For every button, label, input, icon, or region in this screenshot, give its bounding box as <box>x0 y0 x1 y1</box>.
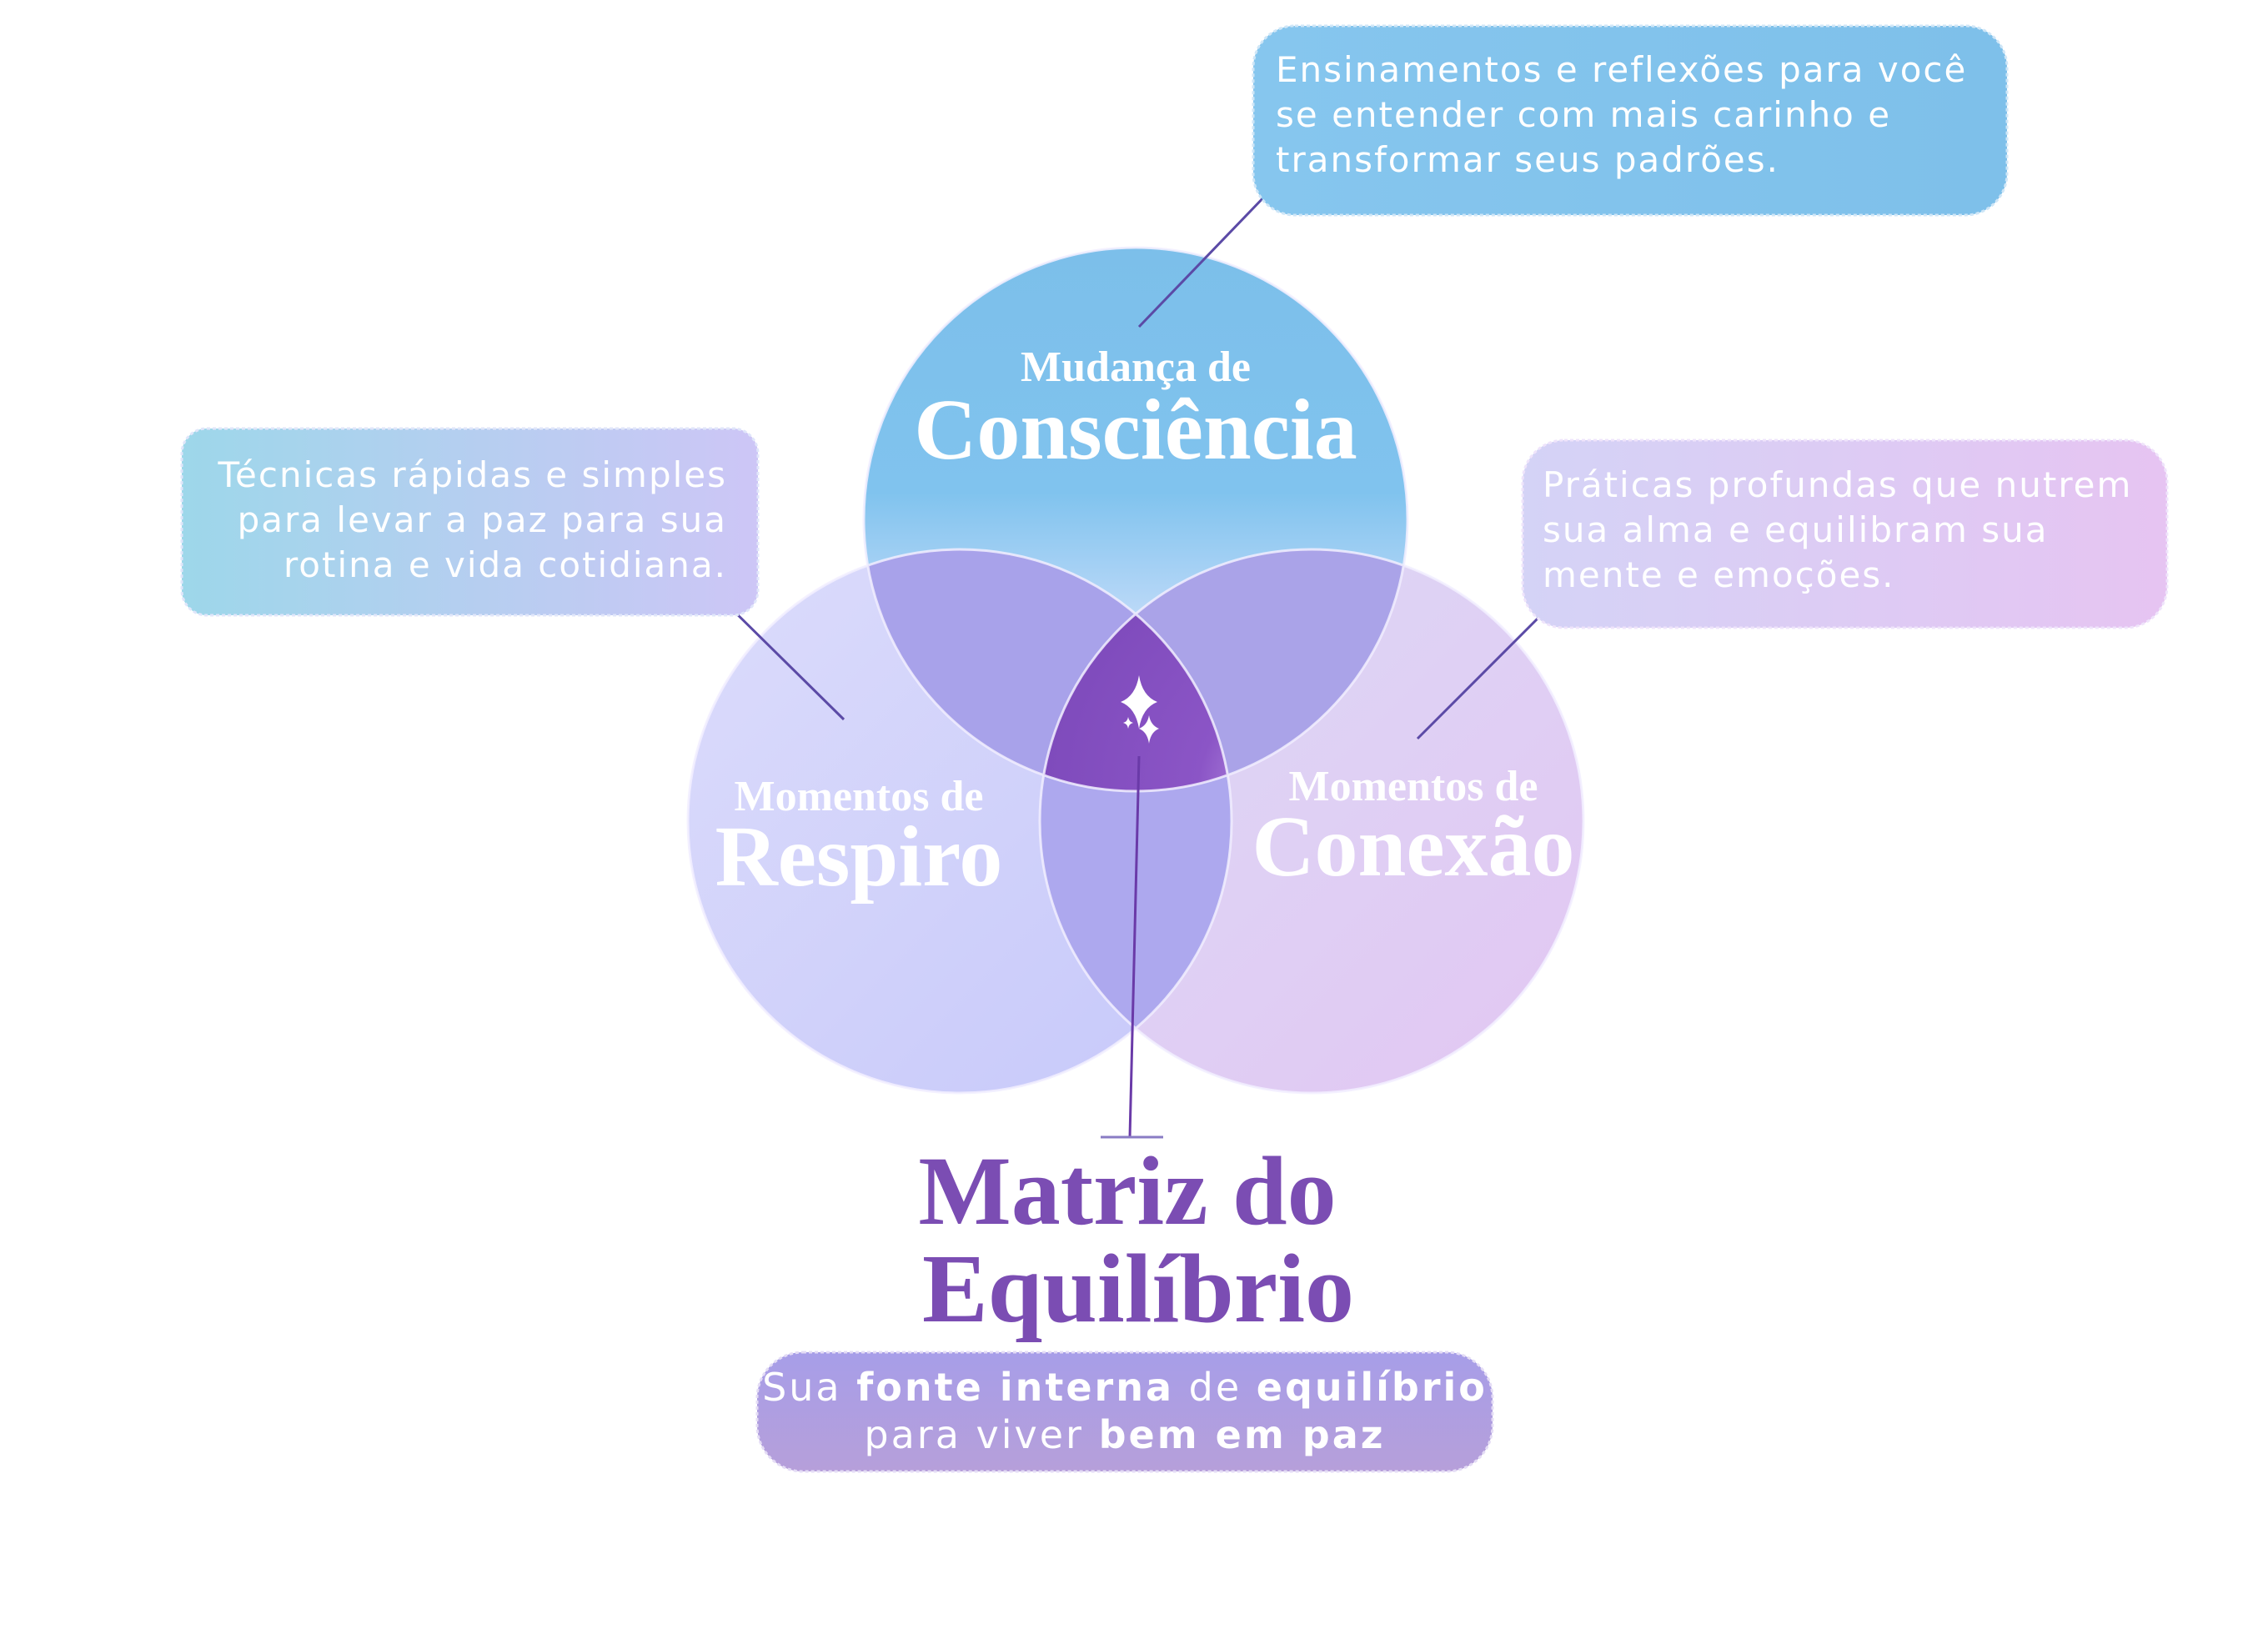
circle-top-subtitle: Mudança de <box>1021 343 1251 391</box>
tagline-pill: Sua fonte interna de equilíbrio para viv… <box>755 1351 1494 1473</box>
callout-left: Técnicas rápidas e simples para levar a … <box>180 427 760 617</box>
tagline-line1: Sua fonte interna de equilíbrio <box>762 1365 1488 1410</box>
sparkles-icon <box>1121 675 1159 744</box>
callout-right-line: mente e emoções. <box>1543 554 1895 595</box>
circle-top-title: Consciência <box>914 382 1357 478</box>
circle-right-title: Conexão <box>1252 799 1574 895</box>
callout-right-line: Práticas profundas que nutrem <box>1543 464 2132 505</box>
circle-right-subtitle: Momentos de <box>1289 763 1538 810</box>
center-intersection <box>1040 549 1232 791</box>
tagline-line2: para viver bem em paz <box>864 1412 1385 1457</box>
callout-top-line: se entender com mais carinho e <box>1276 94 1891 135</box>
callout-top: Ensinamentos e reflexões para você se en… <box>1252 24 2009 217</box>
callout-top-line: transformar seus padrões. <box>1276 139 1779 180</box>
callout-top-line: Ensinamentos e reflexões para você <box>1276 49 1967 90</box>
callout-left-line: para levar a paz para sua <box>238 499 727 540</box>
circle-left-subtitle: Momentos de <box>735 773 984 820</box>
callout-left-line: Técnicas rápidas e simples <box>218 454 727 495</box>
callout-right-line: sua alma e equilibram sua <box>1543 509 2048 550</box>
connector-center <box>1128 755 1141 1138</box>
page-title-line2: Equilíbrio <box>922 1234 1354 1343</box>
circle-left-title: Respiro <box>715 809 1003 905</box>
callout-left-line: rotina e vida cotidiana. <box>284 544 727 585</box>
callout-right: Práticas profundas que nutrem sua alma e… <box>1521 439 2169 629</box>
page-title-line1: Matriz do <box>918 1136 1336 1246</box>
